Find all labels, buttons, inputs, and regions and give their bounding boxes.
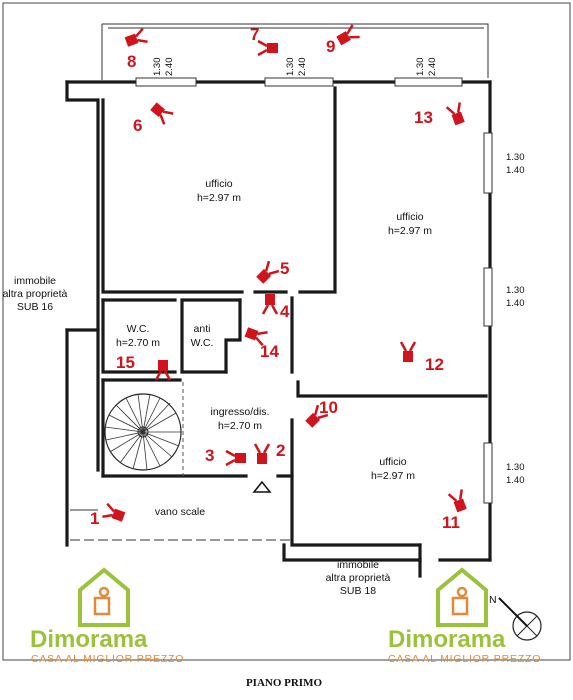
room-label-office: ufficio [396,211,423,223]
photo-point-number: 1 [90,509,99,528]
camera-icon [447,489,467,513]
frame-border [2,2,571,661]
entrance-marker [252,480,272,493]
plan-title: PIANO PRIMO [246,677,323,689]
room-height-office: h=2.97 m [371,470,415,482]
neighbour-label: immobile [337,559,379,571]
photo-point-number: 5 [280,259,289,278]
room-label-ingresso: ingresso/dis. [211,406,270,418]
window-dim-width: 1.30 [415,58,426,77]
camera-icon [305,404,329,428]
room-height-ingresso: h=2.70 m [218,420,262,432]
photo-point-number: 4 [280,302,290,321]
camera-icon [244,327,268,347]
room-height-office: h=2.97 m [197,192,241,204]
neighbour-label: altra proprietà [3,288,68,300]
photo-point-number: 11 [442,513,460,532]
camera-icon [150,102,174,125]
person-icon [451,596,469,616]
photo-point-number: 14 [260,342,279,361]
photo-point-number: 13 [414,108,433,127]
stairwell [70,382,290,541]
neighbour-label: SUB 16 [17,301,53,313]
photo-point-number: 10 [319,398,338,417]
terrace-outline [101,23,489,80]
room-height-office: h=2.97 m [388,225,432,237]
window-dim-height: 1.40 [506,165,525,176]
window-dim-width: 1.30 [506,285,525,296]
brand-tagline: CASA AL MIGLIOR PREZZO [31,653,184,665]
photo-point-number: 12 [425,355,444,374]
window-dim-height: 1.40 [506,298,525,309]
house-icon [436,567,488,627]
window-dim-height: 1.40 [506,475,525,486]
window-dim-height: 2.40 [297,58,308,77]
camera-icon [445,102,465,126]
room-label-anti-wc: W.C. [191,337,214,349]
window-dim-height: 2.40 [427,58,438,77]
window-dim-width: 1.30 [506,462,525,473]
house-icon [78,567,130,627]
camera-icon [336,24,360,46]
brand-name: Dimorama [30,626,148,653]
brand-name: Dimorama [388,626,506,653]
brand-tagline: CASA AL MIGLIOR PREZZO [388,653,541,665]
brand-logo-left: Dimorama CASA AL MIGLIOR PREZZO [30,567,184,665]
photo-point-number: 15 [116,353,135,372]
room-height-wc: h=2.70 m [116,337,160,349]
neighbour-label: SUB 18 [340,585,376,597]
brand-logo-right: Dimorama CASA AL MIGLIOR PREZZO [388,567,541,665]
camera-icon [124,27,148,47]
camera-icon [399,341,417,362]
room-label-wc: W.C. [127,323,150,335]
walls [65,77,493,578]
camera-icon [154,360,172,381]
photo-point-number: 9 [326,37,335,56]
photo-point-number: 8 [127,52,136,71]
camera-icon [256,260,280,284]
window-dim-width: 1.30 [152,58,163,77]
photo-point-number: 7 [250,25,259,44]
camera-icon [253,443,271,464]
room-label-stairwell: vano scale [155,506,205,518]
photo-point-number: 3 [205,446,214,465]
room-label-anti: anti [194,323,211,335]
room-label-office: ufficio [205,178,232,190]
window-dim-width: 1.30 [506,152,525,163]
room-label-office: ufficio [379,456,406,468]
photo-point-number: 6 [133,116,142,135]
neighbour-label: altra proprietà [326,572,391,584]
window-dim-height: 2.40 [164,58,175,77]
north-label: N [489,594,497,606]
photo-point-number: 2 [276,441,285,460]
neighbour-label: immobile [14,275,56,287]
camera-icon [261,294,279,315]
window-dim-width: 1.30 [285,58,296,77]
camera-icon [225,449,246,467]
camera-icon [257,39,278,57]
spiral-staircase [104,393,182,471]
camera-icon [102,502,126,522]
person-icon [93,596,111,616]
north-arrow: N [489,594,542,641]
